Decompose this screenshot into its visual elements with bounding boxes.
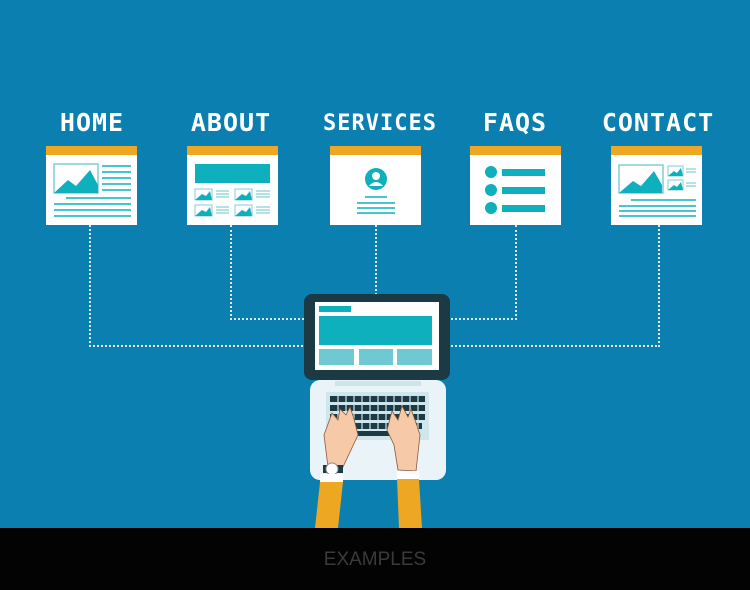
connector-services [375,225,377,295]
label-about: ABOUT [190,108,272,137]
home-page-wireframe-icon [46,146,137,225]
connector-about [230,225,312,320]
connector-contact [448,225,660,347]
label-contact: CONTACT [601,108,715,137]
caption-text: EXAMPLES [323,549,427,570]
services-page-wireframe-icon [330,146,421,225]
connector-home [89,225,311,347]
caption-bar: EXAMPLES [0,528,750,590]
label-services: SERVICES [323,111,437,136]
connector-faqs [448,225,517,320]
contact-page-wireframe-icon [611,146,702,225]
faqs-page-wireframe-icon [470,146,561,225]
laptop-with-typing-hands-icon [304,294,450,528]
illustration-canvas: HOME ABOUT SERVICES FAQS CONTACT [0,0,750,528]
label-home: HOME [59,108,125,137]
label-faqs: FAQS [482,108,548,137]
about-page-wireframe-icon [187,146,278,225]
